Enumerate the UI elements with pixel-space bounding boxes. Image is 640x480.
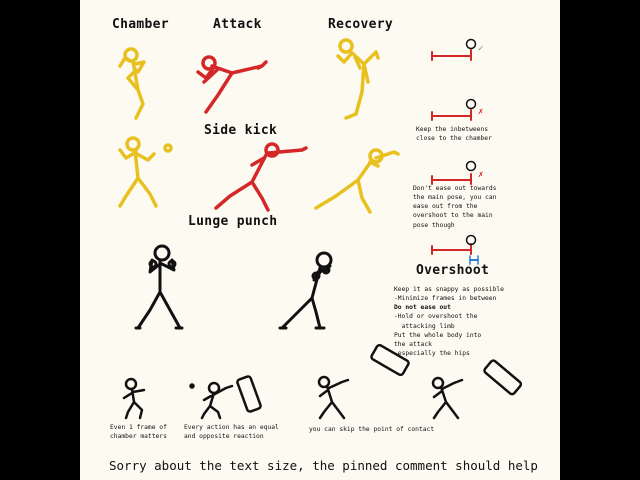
punching-bag-icon [483,359,523,396]
timing-chart-cross-icon [431,98,477,121]
heading-side-kick: Side kick [204,123,278,138]
note-equal-opposite: Every action has an equal and opposite r… [184,424,279,441]
guard-stance-figure [134,244,184,330]
check-mark: ✓ [478,44,484,54]
note-skip-contact: you can skip the point of contact [309,426,435,433]
note-snappy: Keep it as snappy as possible -Minimize … [394,285,514,358]
animation-reference-sheet: Chamber Attack Recovery Side kick Lunge … [80,0,560,480]
lunge-punch-chamber-figure [118,136,173,208]
note-inbetweens: Keep the inbetweens close to the chamber [416,126,492,143]
cross-mark: ✗ [478,107,484,117]
side-kick-chamber-figure [118,47,146,120]
side-kick-recovery-figure [336,38,380,120]
note-ease-out: Don't ease out towards the main pose, yo… [413,185,497,229]
timing-chart-overshoot-icon [431,234,479,265]
note-line: -Minimize frames in between [394,295,497,303]
lunge-step-figure [278,251,333,330]
reaction-figure [189,381,234,420]
note-line: -especially the hips [394,349,470,357]
note-line: attacking limb [394,322,455,330]
note-one-frame: Even 1 frame of chamber matters [110,424,167,441]
note-line: Do not ease out [394,304,451,312]
side-kick-attack-figure [196,55,268,114]
timing-chart-check-icon [431,38,477,61]
note-line: -Hold or overshoot the [394,313,478,321]
punching-bag-icon [370,343,410,377]
punching-bag-icon [236,375,262,413]
skip-contact-figure-left [317,375,350,420]
heading-overshoot: Overshoot [416,263,490,278]
lunge-punch-recovery-figure [314,148,400,214]
timing-chart-cross-icon [431,160,477,185]
drawing-canvas [118,38,523,420]
cross-mark: ✗ [478,170,484,180]
heading-chamber: Chamber [112,17,169,32]
one-frame-chamber-figure [122,377,146,420]
heading-attack: Attack [213,17,262,32]
note-snappy-title: Keep it as snappy as possible [394,286,504,293]
footer-note: Sorry about the text size, the pinned co… [109,458,538,473]
heading-lunge-punch: Lunge punch [188,214,278,229]
note-line: the attack [394,340,432,348]
heading-recovery: Recovery [328,17,394,32]
note-line: Put the whole body into [394,331,482,339]
lunge-punch-attack-figure [214,142,308,212]
skip-contact-figure-right [431,376,464,420]
